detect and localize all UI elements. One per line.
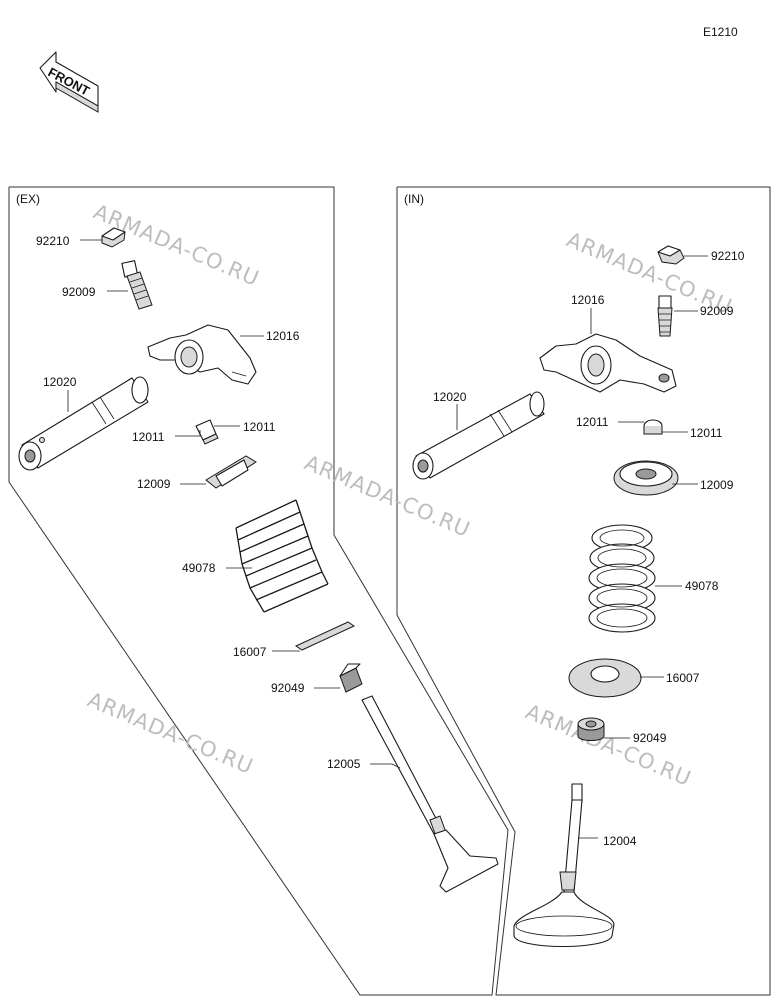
ex-label-49078: 49078	[182, 561, 216, 575]
in-label-12004: 12004	[603, 834, 637, 848]
ex-label-12009: 12009	[137, 477, 171, 491]
ex-label-12020: 12020	[43, 375, 77, 389]
ex-label-92049: 92049	[271, 681, 305, 695]
watermark: ARMADA-CO.RU	[522, 700, 695, 792]
in-label-12011-b: 12011	[690, 426, 723, 440]
ex-part-12005-exhaust-valve[interactable]	[361, 695, 499, 893]
ex-part-12009-retainer[interactable]	[205, 455, 257, 489]
ex-label-16007: 16007	[233, 645, 267, 659]
intake-frame	[396, 186, 771, 996]
watermark: ARMADA-CO.RU	[84, 688, 257, 780]
ex-label-92009: 92009	[62, 285, 96, 299]
ex-part-92210-nut[interactable]	[101, 227, 126, 248]
in-label-92210: 92210	[711, 249, 745, 263]
ex-label-12011-b: 12011	[243, 420, 276, 434]
in-part-12011-cotter[interactable]	[643, 419, 663, 435]
exhaust-title: (EX)	[16, 192, 40, 206]
ex-part-12011-cotter[interactable]	[195, 419, 219, 445]
ex-label-12011-a: 12011	[132, 430, 165, 444]
ex-part-92049-seal[interactable]	[339, 663, 363, 693]
ex-part-16007-washer[interactable]	[294, 621, 356, 651]
ex-part-12020-shaft[interactable]	[18, 376, 149, 471]
in-part-92009-screw[interactable]	[657, 295, 673, 337]
in-part-49078-spring[interactable]	[588, 524, 656, 633]
ex-part-92009-screw[interactable]	[121, 260, 153, 310]
watermark: ARMADA-CO.RU	[90, 200, 263, 292]
in-part-16007-washer[interactable]	[568, 658, 642, 698]
in-label-49078: 49078	[685, 579, 719, 593]
ex-label-12016: 12016	[266, 329, 300, 343]
in-label-92049: 92049	[633, 731, 667, 745]
in-label-12020: 12020	[433, 390, 467, 404]
in-label-92009: 92009	[700, 304, 734, 318]
ex-label-92210: 92210	[36, 234, 70, 248]
in-part-12020-shaft[interactable]	[412, 391, 545, 480]
diagram-code: E1210	[703, 25, 738, 39]
exhaust-frame	[8, 186, 509, 996]
in-label-12011-a: 12011	[576, 415, 609, 429]
in-part-92049-seal[interactable]	[577, 717, 605, 741]
ex-label-12005: 12005	[327, 757, 361, 771]
in-part-12009-retainer[interactable]	[613, 460, 679, 496]
ex-part-12016-rocker-arm[interactable]	[147, 324, 257, 385]
in-part-12016-rocker-arm[interactable]	[539, 333, 677, 393]
in-part-92210-nut[interactable]	[657, 245, 685, 265]
in-part-12004-intake-valve[interactable]	[513, 783, 615, 947]
ex-part-49078-spring[interactable]	[235, 499, 329, 613]
in-label-16007: 16007	[666, 671, 700, 685]
in-label-12009: 12009	[700, 478, 734, 492]
in-label-12016: 12016	[571, 293, 605, 307]
intake-title: (IN)	[404, 192, 424, 206]
front-arrow-icon: FRONT	[39, 51, 99, 113]
